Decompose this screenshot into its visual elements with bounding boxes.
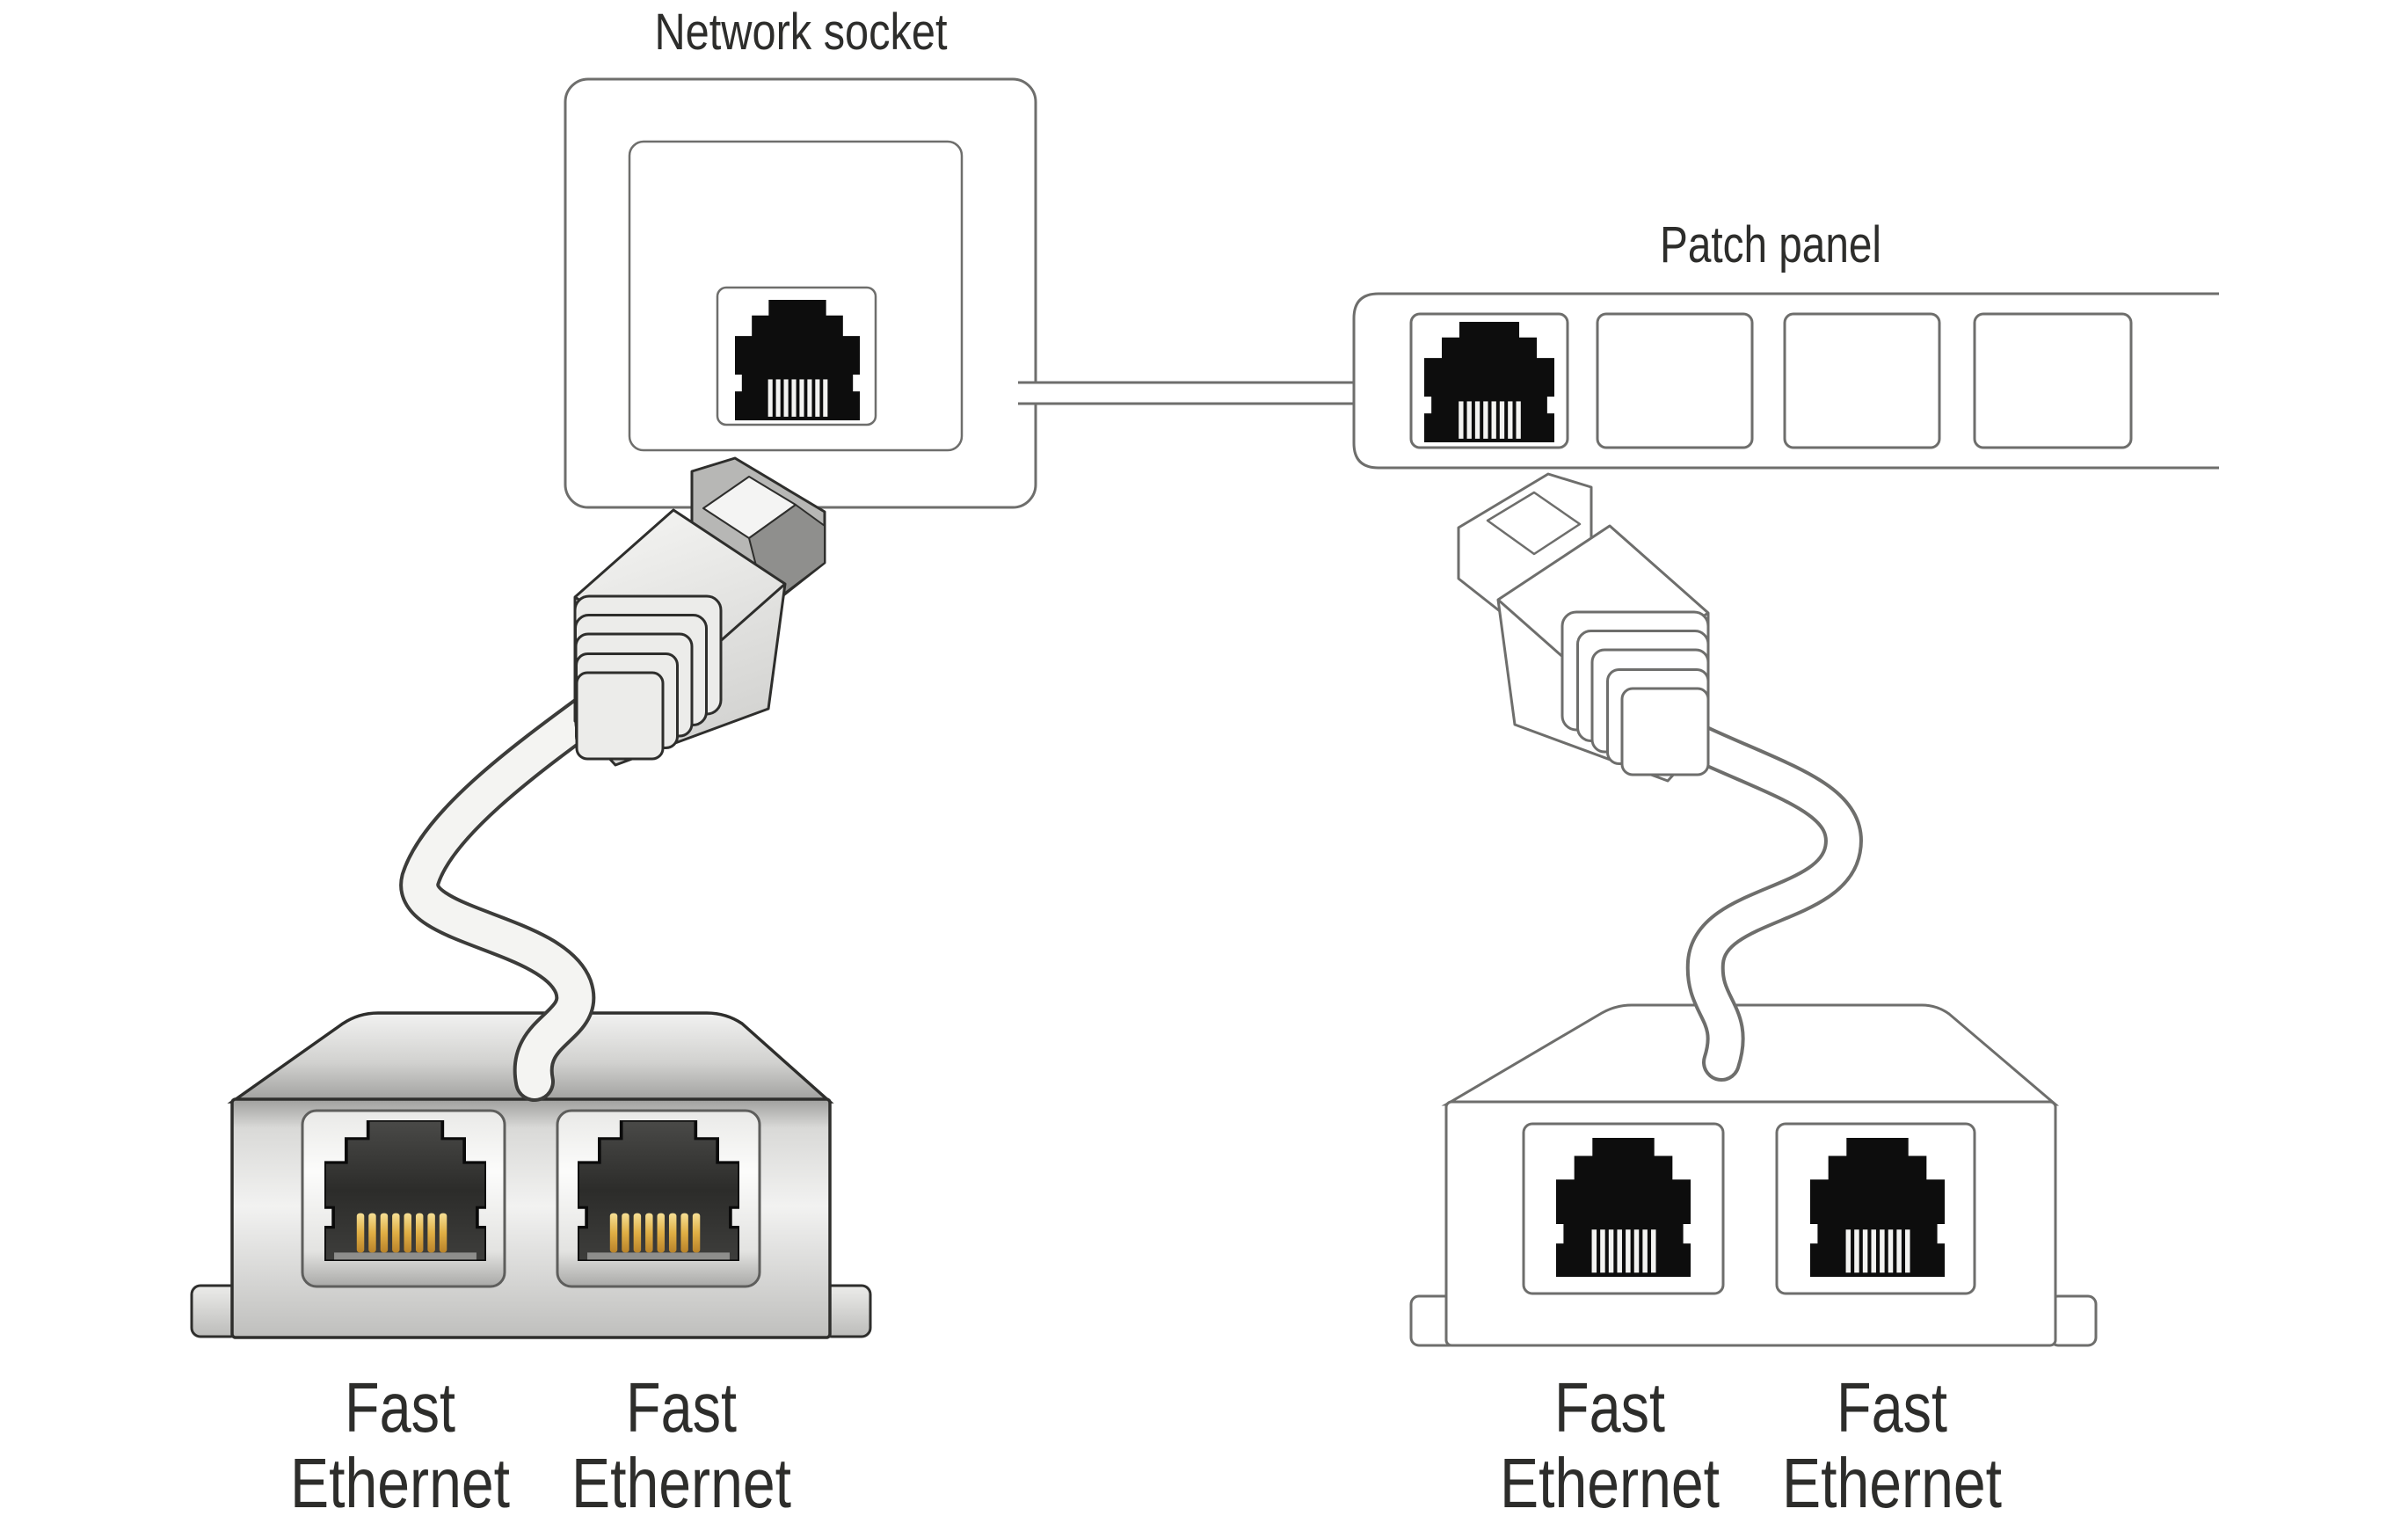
splitter-left bbox=[190, 1011, 872, 1339]
port-label: Fast bbox=[1554, 1368, 1665, 1447]
patch-panel bbox=[1352, 292, 2219, 470]
rj45-jack-icon bbox=[735, 300, 860, 420]
patch-panel-title: Patch panel bbox=[1660, 216, 1881, 273]
splitter-top bbox=[1441, 1003, 2060, 1106]
rj45-jack-icon bbox=[1810, 1138, 1945, 1277]
rj45-jack-icon bbox=[1424, 322, 1554, 442]
network-socket bbox=[564, 77, 1037, 509]
patch-panel-port-2 bbox=[1596, 312, 1754, 449]
patch-cable-right bbox=[1646, 707, 1863, 1082]
port-label: Fast bbox=[626, 1368, 737, 1447]
port-label: Ethernet bbox=[1500, 1444, 1720, 1516]
patch-panel-port-4 bbox=[1973, 312, 2133, 449]
splitter-right bbox=[1409, 1003, 2098, 1347]
patch-cable-left bbox=[399, 676, 631, 1102]
port-label: Ethernet bbox=[1782, 1444, 2002, 1516]
rj45-plug-right bbox=[1457, 472, 1710, 783]
rj45-jack-icon bbox=[1556, 1138, 1691, 1277]
rj45-jack-icon bbox=[578, 1120, 739, 1261]
plug-boot-ring bbox=[575, 671, 665, 761]
rj45-plug-left bbox=[573, 456, 826, 767]
splitter-foot bbox=[2048, 1294, 2098, 1347]
rj45-jack-icon bbox=[324, 1120, 486, 1261]
horizontal-cable bbox=[1018, 381, 1364, 405]
patch-panel-port-3 bbox=[1783, 312, 1941, 449]
port-label: Ethernet bbox=[571, 1444, 791, 1516]
plug-boot-ring bbox=[1620, 687, 1710, 776]
plug-tip-window bbox=[1486, 491, 1582, 556]
port-label: Fast bbox=[345, 1368, 455, 1447]
port-label: Fast bbox=[1837, 1368, 1947, 1447]
port-label: Ethernet bbox=[290, 1444, 510, 1516]
network-socket-title: Network socket bbox=[655, 4, 948, 61]
